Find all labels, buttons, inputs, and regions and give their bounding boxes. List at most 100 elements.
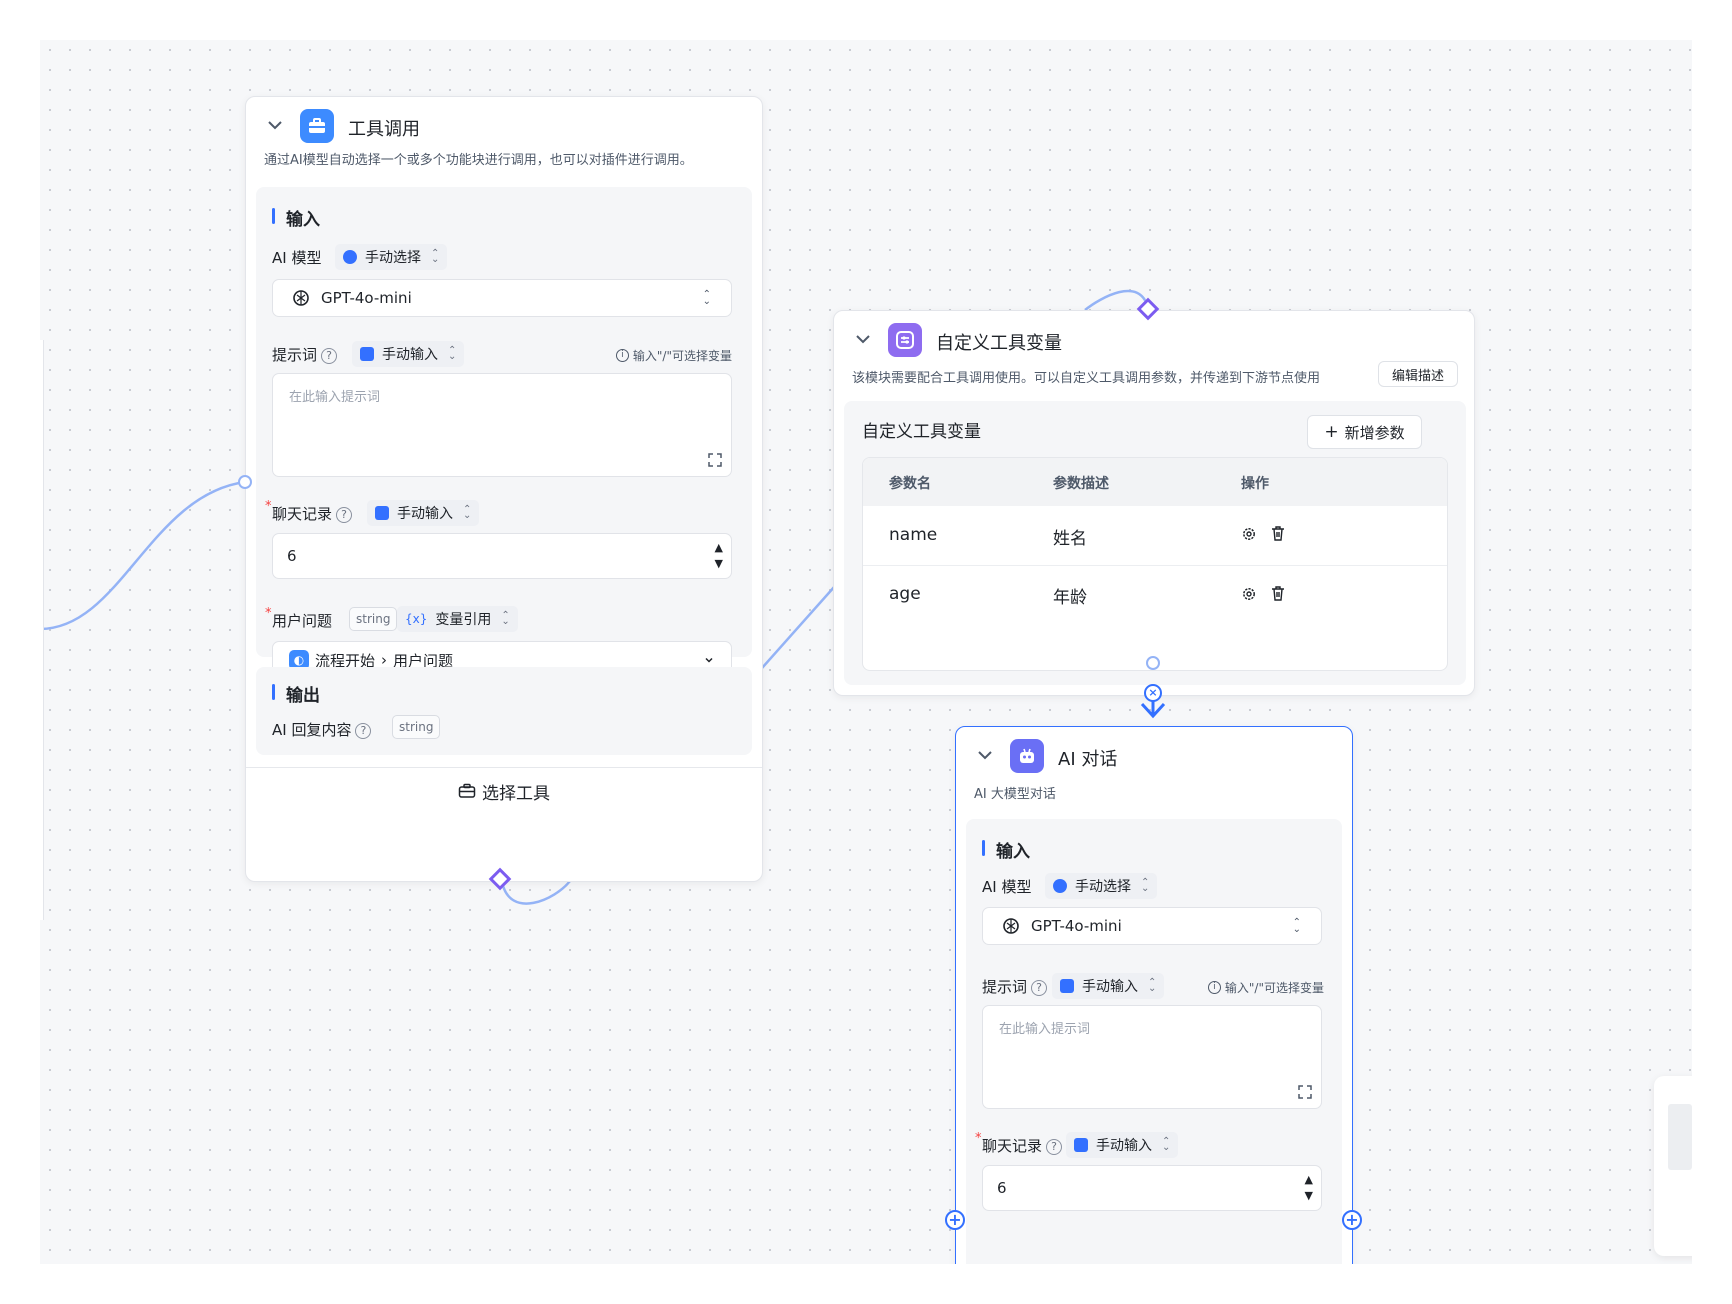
section-title: 输出 <box>272 681 320 706</box>
edit-description-button[interactable]: 编辑描述 <box>1378 361 1458 387</box>
tool-call-node[interactable]: 工具调用 通过AI模型自动选择一个或多个功能块进行调用，也可以对插件进行调用。 … <box>245 96 763 882</box>
openai-icon <box>1003 918 1019 934</box>
updown-icon: ⌃⌄ <box>1292 917 1301 935</box>
input-icon <box>375 506 389 520</box>
openai-icon <box>293 290 309 306</box>
param-desc: 年龄 <box>1053 588 1087 608</box>
chat-history-label: *聊天记录? <box>975 1131 1063 1156</box>
section-title: 自定义工具变量 <box>862 422 981 442</box>
input-icon <box>360 347 374 361</box>
table-header <box>863 458 1447 506</box>
stepper-icon[interactable]: ▲▼ <box>714 541 723 570</box>
ai-node-left-add-handle[interactable]: + <box>945 1210 965 1230</box>
input-icon <box>1074 1138 1088 1152</box>
history-mode-select[interactable]: 手动输入⌃⌄ <box>1066 1132 1179 1158</box>
custom-tool-variable-node[interactable]: 自定义工具变量 该模块需要配合工具调用使用。可以自定义工具调用参数，并传递到下游… <box>833 310 1475 696</box>
help-icon: ? <box>1046 1138 1063 1155</box>
trash-icon[interactable] <box>1270 585 1286 602</box>
node-description: 该模块需要配合工具调用使用。可以自定义工具调用参数，并传递到下游节点使用 <box>852 371 1321 386</box>
node-title: 自定义工具变量 <box>936 333 1062 354</box>
input-icon <box>1060 979 1074 993</box>
input-section: 输入 AI 模型 手动选择⌃⌄ GPT-4o-mini ⌃⌄ 提示词? 手动输入… <box>966 819 1342 1264</box>
user-question-label: *用户问题 <box>265 606 333 630</box>
collapse-chevron-icon[interactable] <box>852 328 874 350</box>
expand-icon[interactable] <box>1297 1084 1313 1100</box>
column-header: 操作 <box>1241 476 1269 492</box>
prompt-mode-select[interactable]: 手动输入⌃⌄ <box>1052 973 1165 999</box>
tool-node-input-handle[interactable] <box>238 475 252 489</box>
left-node-edge <box>40 340 44 920</box>
select-tool-button[interactable]: 选择工具 <box>246 767 762 815</box>
robot-icon <box>1010 739 1044 773</box>
sliders-icon <box>888 323 922 357</box>
custom-variable-section: 自定义工具变量 + 新增参数 参数名 参数描述 操作 name 姓名 age 年 <box>844 401 1466 685</box>
stepper-icon[interactable]: ▲▼ <box>1304 1173 1313 1202</box>
add-parameter-button[interactable]: + 新增参数 <box>1307 415 1422 449</box>
node-description: 通过AI模型自动选择一个或多个功能块进行调用，也可以对插件进行调用。 <box>264 153 693 168</box>
expand-icon[interactable] <box>707 452 723 468</box>
table-row: name 姓名 <box>863 506 1447 566</box>
history-mode-select[interactable]: 手动输入⌃⌄ <box>367 500 480 526</box>
column-header: 参数描述 <box>1053 476 1109 492</box>
node-title: AI 对话 <box>1058 749 1118 770</box>
delete-connection-icon[interactable]: × <box>1144 684 1162 702</box>
ai-model-select[interactable]: GPT-4o-mini ⌃⌄ <box>982 907 1322 945</box>
prompt-label: 提示词? <box>982 976 1048 997</box>
ai-model-label: AI 模型 <box>272 249 322 267</box>
chat-history-input[interactable]: 6 ▲▼ <box>272 533 732 579</box>
node-description: AI 大模型对话 <box>974 787 1056 802</box>
help-icon: ? <box>355 722 372 739</box>
toolbox-icon <box>300 109 334 143</box>
output-label: AI 回复内容? <box>272 719 372 740</box>
collapse-chevron-icon[interactable] <box>974 744 996 766</box>
workflow-canvas[interactable]: 工具调用 通过AI模型自动选择一个或多个功能块进行调用，也可以对插件进行调用。 … <box>40 40 1692 1264</box>
param-name: age <box>889 584 921 604</box>
input-section: 输入 AI 模型 手动选择⌃⌄ GPT-4o-mini ⌃⌄ 提示词? 手动输入… <box>256 187 752 657</box>
custom-node-output-handle[interactable] <box>1146 656 1160 670</box>
trash-icon[interactable] <box>1270 525 1286 542</box>
prompt-textarea[interactable]: 在此输入提示词 <box>982 1005 1322 1109</box>
wire-into-tool-node <box>40 480 246 631</box>
gear-icon[interactable] <box>1241 526 1257 542</box>
param-desc: 姓名 <box>1053 529 1087 549</box>
node-footer <box>246 767 762 815</box>
section-title: 输入 <box>982 837 1030 862</box>
robot-icon <box>343 250 357 264</box>
wire-tool-loop <box>500 880 571 905</box>
collapse-chevron-icon[interactable] <box>264 114 286 136</box>
info-icon: i <box>615 349 629 362</box>
ai-chat-node[interactable]: AI 对话 AI 大模型对话 输入 AI 模型 手动选择⌃⌄ GPT-4o-mi… <box>955 726 1353 1264</box>
wire-arrowhead <box>1140 702 1166 719</box>
chevron-right-icon: › <box>381 651 388 669</box>
output-section: 输出 AI 回复内容? string <box>256 667 752 755</box>
ai-model-label: AI 模型 <box>982 878 1032 896</box>
chat-history-input[interactable]: 6 ▲▼ <box>982 1165 1322 1211</box>
plus-icon: + <box>1324 422 1339 442</box>
section-title: 输入 <box>272 205 320 230</box>
type-tag: string <box>392 715 441 739</box>
type-tag: string <box>349 607 398 631</box>
info-icon: i <box>1207 981 1221 994</box>
ai-model-select[interactable]: GPT-4o-mini ⌃⌄ <box>272 279 732 317</box>
help-icon: ? <box>1031 979 1048 996</box>
updown-icon: ⌃⌄ <box>702 289 711 307</box>
prompt-mode-select[interactable]: 手动输入⌃⌄ <box>352 341 465 367</box>
prompt-textarea[interactable]: 在此输入提示词 <box>272 373 732 477</box>
side-panel-handle[interactable] <box>1668 1104 1692 1170</box>
ai-model-mode-select[interactable]: 手动选择⌃⌄ <box>1045 873 1158 899</box>
node-title: 工具调用 <box>348 119 420 140</box>
chevron-down-icon <box>705 657 713 663</box>
parameter-table: 参数名 参数描述 操作 name 姓名 age 年龄 <box>862 457 1448 671</box>
question-mode-select[interactable]: {x} 变量引用⌃⌄ <box>397 606 518 632</box>
chat-history-label: *聊天记录? <box>265 499 353 524</box>
help-icon: ? <box>321 347 338 364</box>
table-row: age 年龄 <box>863 566 1447 626</box>
gear-icon[interactable] <box>1241 586 1257 602</box>
param-name: name <box>889 525 938 545</box>
ai-model-mode-select[interactable]: 手动选择⌃⌄ <box>335 244 448 270</box>
column-header: 参数名 <box>889 476 931 492</box>
help-icon: ? <box>336 506 353 523</box>
ai-node-right-add-handle[interactable]: + <box>1342 1210 1362 1230</box>
